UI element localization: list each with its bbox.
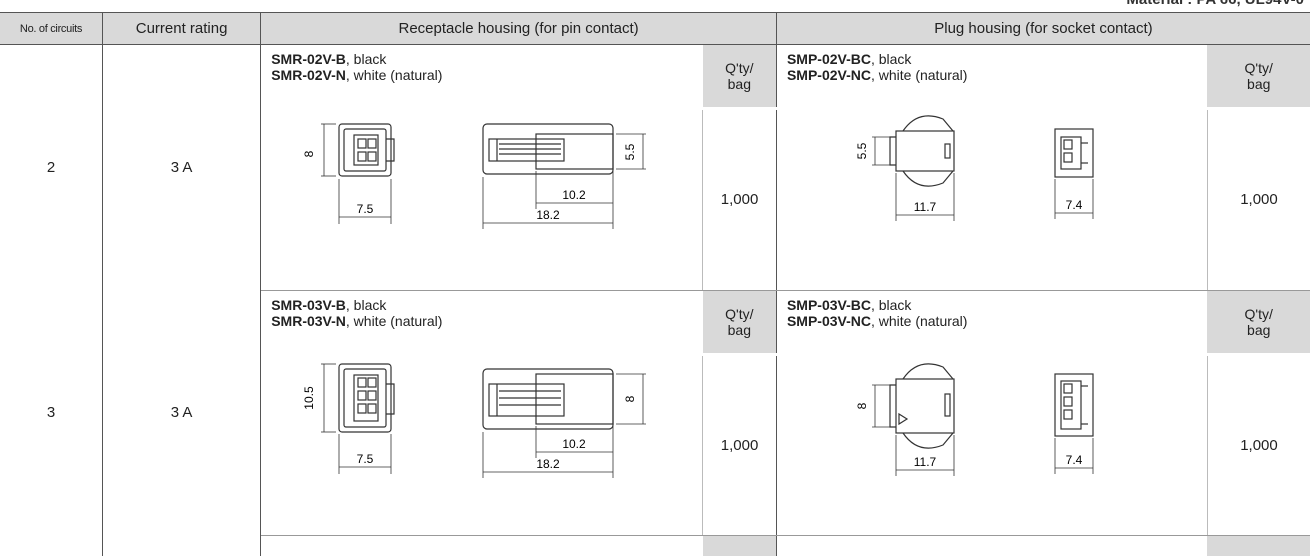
dim-label: 7.4: [1066, 198, 1083, 212]
circuits-cell: 3: [0, 290, 103, 536]
dim-label: 10.2: [563, 188, 587, 202]
color-label: , black: [870, 296, 912, 313]
qty-label: bag: [1247, 321, 1271, 338]
part-number: SMP-02V-NC: [786, 67, 871, 83]
dim-label: 8: [855, 402, 869, 409]
material-note: Material : PA 66, UL94V-0: [1126, 0, 1304, 8]
qty-value: 1,000: [1206, 107, 1310, 291]
current-cell: 3 A: [102, 44, 262, 290]
plug-drawing-3: 8 11.7 7.4: [775, 354, 1208, 536]
circuits-cell: 2: [0, 44, 103, 290]
qty-label: bag: [727, 321, 751, 338]
qty-header: Q'ty/ bag: [702, 290, 777, 355]
qty-label: bag: [727, 76, 751, 92]
receptacle-drawing-3: 10.5 7.5 8 10.2 18.2: [260, 354, 703, 536]
table-row: 2 3 A SMR-02V-B, black SMR-02V-N, white …: [0, 44, 1310, 290]
part-number: SMR-02V-N: [271, 67, 346, 83]
header-plug: Plug housing (for socket contact): [776, 12, 1310, 45]
color-label: , black: [870, 51, 912, 67]
dim-label: 7.5: [357, 202, 374, 216]
table-row-partial: [0, 535, 1310, 556]
dim-label: 8: [623, 395, 637, 402]
qty-header: Q'ty/ bag: [1207, 290, 1310, 355]
qty-value: 1,000: [702, 107, 777, 291]
color-label: , black: [345, 51, 387, 67]
receptacle-names: SMR-02V-B, black SMR-02V-N, white (natur…: [261, 45, 703, 109]
dim-label: 5.5: [855, 142, 869, 159]
qty-header: Q'ty/ bag: [1207, 44, 1310, 109]
plug-names: SMP-02V-BC, black SMP-02V-NC, white (nat…: [776, 45, 1207, 109]
qty-label: bag: [1247, 76, 1271, 92]
dim-label: 5.5: [623, 143, 637, 160]
dim-label: 10.2: [563, 437, 587, 451]
color-label: , black: [345, 296, 387, 313]
part-number: SMR-03V-N: [271, 312, 346, 329]
qty-value: 1,000: [702, 352, 777, 536]
color-label: , white (natural): [870, 312, 968, 329]
dim-label: 10.5: [302, 386, 316, 410]
table-row-drawings: 8 7.5 5.5 10.2 18.2 1,000: [0, 107, 1310, 291]
receptacle-diagram: 10.5 7.5 8 10.2 18.2: [302, 363, 647, 478]
part-number: SMP-03V-BC: [786, 296, 871, 313]
header-row: No. of circuits Current rating Receptacl…: [0, 12, 1310, 45]
qty-label: Q'ty/: [725, 60, 754, 76]
dim-label: 18.2: [537, 457, 561, 471]
header-receptacle: Receptacle housing (for pin contact): [260, 12, 777, 45]
color-label: , white (natural): [870, 67, 968, 83]
receptacle-drawing-2: 8 7.5 5.5 10.2 18.2: [260, 108, 703, 291]
receptacle-diagram: 8 7.5 5.5 10.2 18.2: [302, 122, 647, 229]
current-cell: 3 A: [102, 290, 262, 536]
header-current-rating: Current rating: [102, 12, 262, 45]
color-label: , white (natural): [345, 312, 443, 329]
plug-names: SMP-03V-BC, black SMP-03V-NC, white (nat…: [776, 290, 1207, 354]
plug-diagram: 5.5 11.7 7.4: [855, 114, 1094, 221]
part-number: SMP-02V-BC: [786, 51, 871, 67]
qty-value: 1,000: [1206, 352, 1310, 536]
dim-label: 11.7: [914, 455, 937, 469]
dim-label: 18.2: [537, 208, 561, 222]
part-number: SMP-03V-NC: [786, 312, 871, 329]
dim-label: 7.5: [357, 452, 374, 466]
plug-diagram: 8 11.7 7.4: [855, 363, 1094, 476]
dim-label: 7.4: [1066, 453, 1083, 467]
qty-label: Q'ty/: [725, 305, 754, 322]
header-circuits: No. of circuits: [0, 12, 103, 45]
dim-label: 8: [302, 150, 316, 157]
qty-header: Q'ty/ bag: [702, 44, 777, 109]
part-number: SMR-03V-B: [271, 296, 346, 313]
dim-label: 11.7: [914, 200, 937, 214]
table-row: 3 3 A SMR-03V-B, black SMR-03V-N, white …: [0, 290, 1310, 536]
qty-label: Q'ty/: [1244, 60, 1273, 76]
receptacle-names: SMR-03V-B, black SMR-03V-N, white (natur…: [261, 290, 703, 354]
color-label: , white (natural): [345, 67, 443, 83]
plug-drawing-2: 5.5 11.7 7.4: [775, 108, 1208, 291]
table-row-drawings: 10.5 7.5 8 10.2 18.2 1,000: [0, 352, 1310, 536]
qty-label: Q'ty/: [1244, 305, 1273, 322]
connector-table: No. of circuits Current rating Receptacl…: [0, 12, 1310, 556]
part-number: SMR-02V-B: [271, 51, 346, 67]
